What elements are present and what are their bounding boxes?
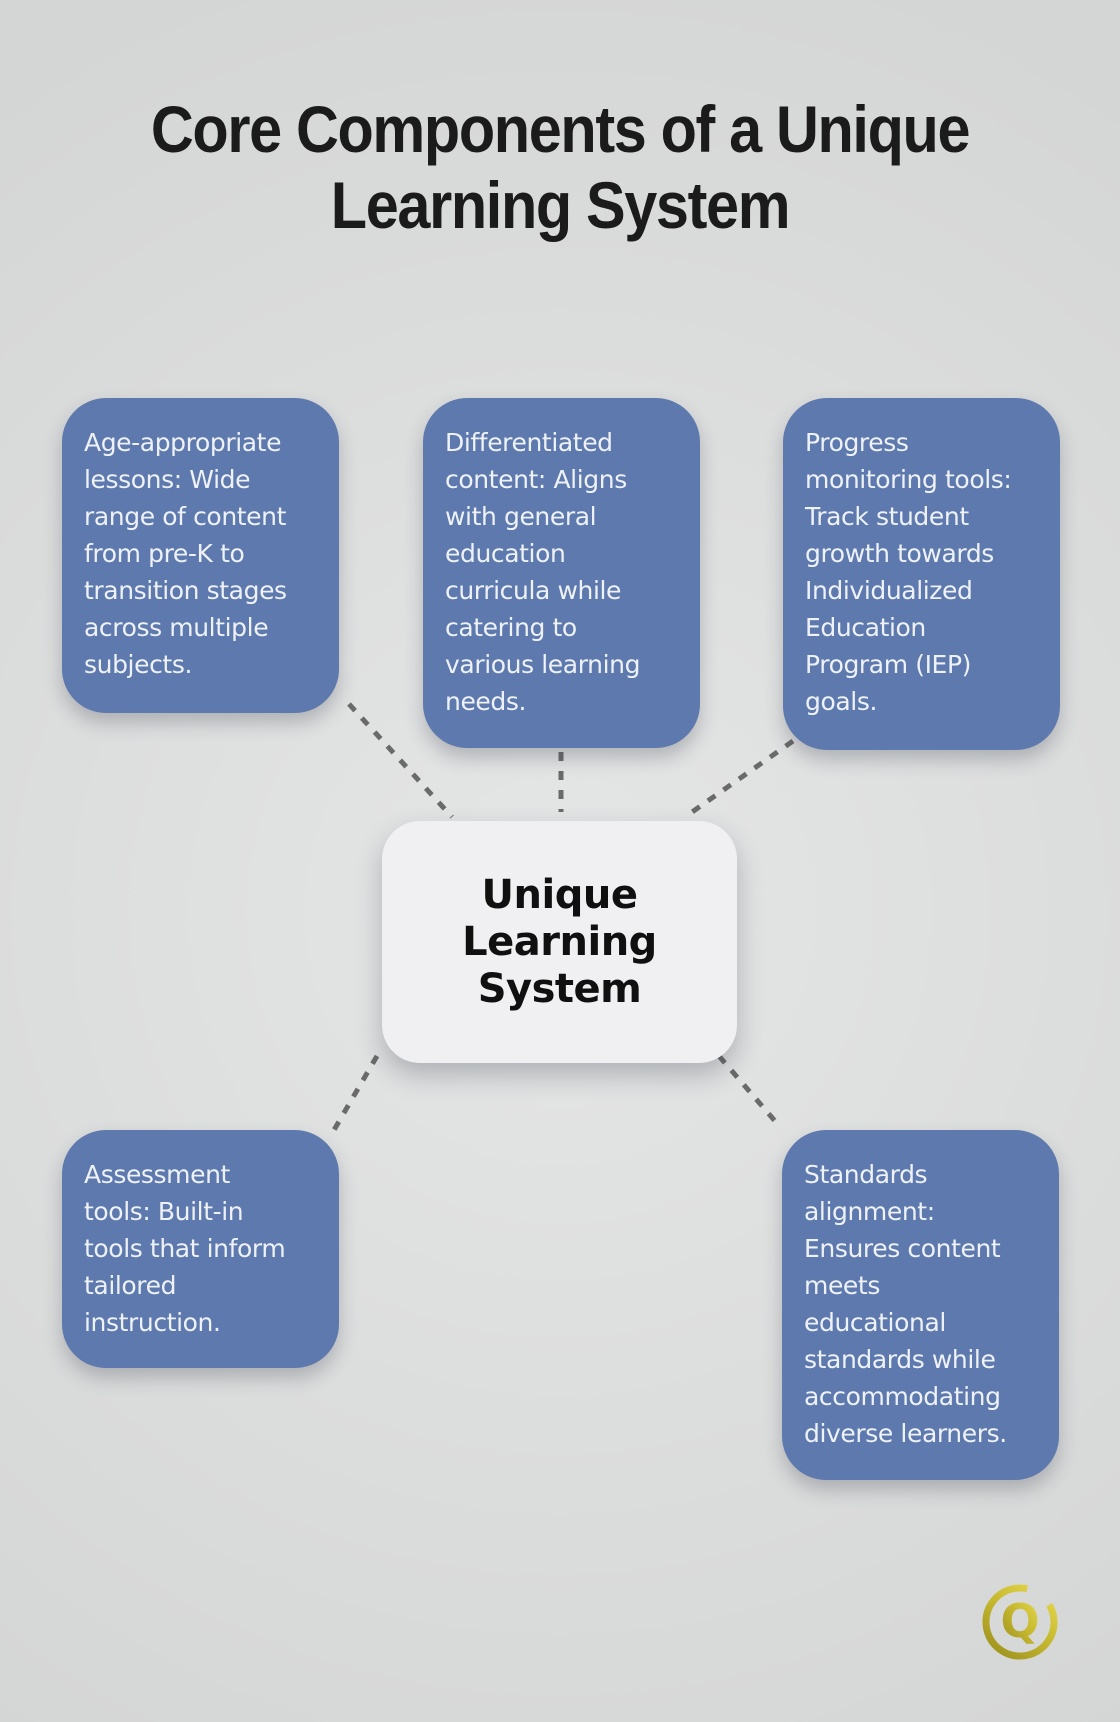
node-text-differentiated: Differentiated content: Aligns with gene… (445, 428, 641, 716)
node-text-assessment: Assessment tools: Built-in tools that in… (84, 1160, 286, 1337)
node-assessment-tools: Assessment tools: Built-in tools that in… (62, 1130, 339, 1368)
connector-progress (683, 738, 795, 820)
connector-assessment (331, 1054, 380, 1132)
node-text-progress: Progress monitoring tools: Track student… (805, 428, 1012, 716)
page-title: Core Components of a Unique Learning Sys… (150, 92, 971, 242)
central-node-unique-learning-system: Unique Learning System (382, 821, 737, 1063)
logo-letter: Q (1000, 1594, 1039, 1648)
node-progress-monitoring-tools: Progress monitoring tools: Track student… (783, 398, 1060, 750)
connector-age-appropriate (347, 702, 454, 819)
connector-standards (717, 1054, 783, 1130)
node-differentiated-content: Differentiated content: Aligns with gene… (423, 398, 700, 748)
node-text-standards: Standards alignment: Ensures content mee… (804, 1160, 1007, 1448)
node-age-appropriate-lessons: Age-appropriate lessons: Wide range of c… (62, 398, 339, 713)
central-node-label: Unique Learning System (462, 871, 657, 1012)
node-text-age-appropriate: Age-appropriate lessons: Wide range of c… (84, 428, 287, 679)
node-standards-alignment: Standards alignment: Ensures content mee… (782, 1130, 1059, 1480)
brand-logo-icon: Q (982, 1584, 1058, 1660)
